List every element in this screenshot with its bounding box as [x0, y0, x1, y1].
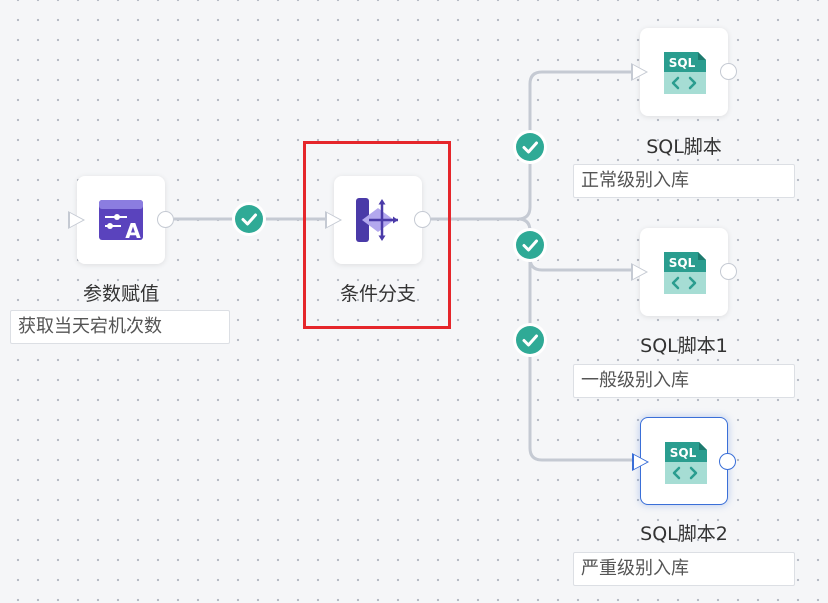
input-port[interactable] — [68, 211, 85, 229]
node-label: SQL脚本2 — [640, 523, 728, 545]
condition-branch-icon — [356, 198, 398, 242]
output-port[interactable] — [414, 211, 431, 228]
sql-tag-text: SQL — [669, 256, 696, 270]
sql-script-node[interactable]: SQL — [631, 228, 737, 316]
edge-success-check-icon — [516, 326, 544, 354]
sql-script-icon: SQL — [664, 52, 706, 94]
node-description: 一般级别入库 — [573, 364, 795, 398]
output-port[interactable] — [720, 63, 737, 80]
edge-success-check-icon — [516, 133, 544, 161]
param-assign-node[interactable]: A — [68, 176, 174, 264]
node-label: SQL脚本 — [646, 136, 722, 158]
edge-success-check-icon — [516, 231, 544, 259]
node-description: 严重级别入库 — [573, 552, 795, 586]
condition-branch-node[interactable] — [325, 176, 431, 264]
output-port[interactable] — [719, 453, 736, 470]
svg-text:A: A — [125, 219, 141, 243]
input-port[interactable] — [631, 63, 648, 81]
selection-highlight-box — [303, 141, 451, 329]
sql-script-node[interactable]: SQL — [631, 28, 737, 116]
node-label: 参数赋值 — [82, 283, 160, 305]
node-label: SQL脚本1 — [640, 335, 728, 357]
sql-tag-text: SQL — [669, 56, 696, 70]
edge-cond-to-sql2 — [528, 231, 632, 462]
node-description: 正常级别入库 — [573, 164, 795, 198]
sql-script-icon: SQL — [664, 252, 706, 294]
output-port[interactable] — [157, 211, 174, 228]
input-port[interactable] — [631, 263, 648, 281]
node-description: 获取当天宕机次数 — [10, 310, 230, 344]
input-port[interactable] — [632, 453, 649, 471]
input-port[interactable] — [325, 211, 342, 229]
sql-script-icon: SQL — [665, 442, 707, 484]
param-assign-icon: A — [99, 200, 143, 243]
sql-tag-text: SQL — [670, 446, 697, 460]
output-port[interactable] — [720, 263, 737, 280]
node-label: 条件分支 — [339, 283, 417, 305]
sql-script-node[interactable]: SQL — [632, 417, 736, 505]
edge-success-check-icon — [235, 205, 263, 233]
